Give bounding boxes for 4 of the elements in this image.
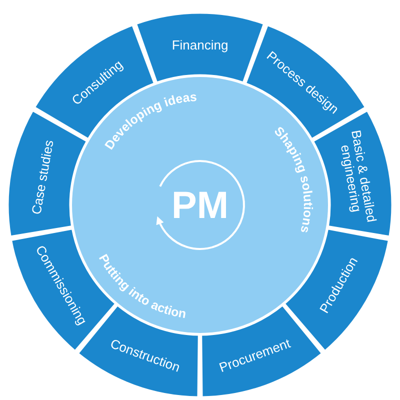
segment-label: Basic & detailed engineering — [338, 128, 380, 224]
center-label: PM — [172, 185, 228, 227]
segment-label: Case studies — [28, 138, 56, 216]
segment-label: Financing — [172, 38, 228, 52]
